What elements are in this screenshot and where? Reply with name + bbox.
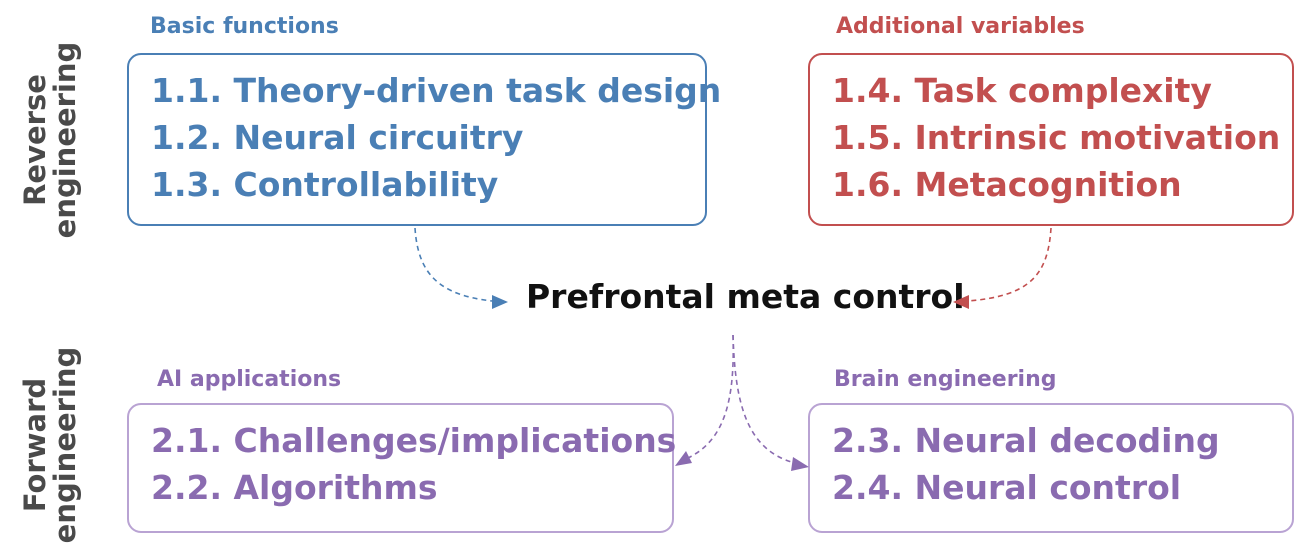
arrow-additional-to-center (967, 227, 1052, 302)
basic-functions-box: 1.1. Theory-driven task design 1.2. Neur… (127, 53, 722, 226)
basic-item-1: 1.1. Theory-driven task design (151, 71, 722, 110)
arrowhead-ai (675, 451, 692, 466)
basic-item-2: 1.2. Neural circuitry (151, 118, 524, 157)
basic-functions-title: Basic functions (150, 14, 339, 39)
arrow-center-to-ai (687, 334, 735, 459)
basic-item-3: 1.3. Controllability (151, 165, 499, 204)
brain-item-1: 2.3. Neural decoding (832, 421, 1220, 460)
additional-item-1: 1.4. Task complexity (832, 71, 1212, 110)
ai-applications-box: 2.1. Challenges/implications 2.2. Algori… (127, 403, 677, 533)
arrowhead-brain (791, 457, 809, 471)
arrow-basic-to-center (414, 227, 493, 302)
additional-item-3: 1.6. Metacognition (832, 165, 1182, 204)
additional-variables-title: Additional variables (836, 14, 1085, 39)
arrowhead-basic (492, 295, 508, 309)
prefrontal-meta-control: Prefrontal meta control (526, 277, 965, 316)
ai-applications-title: AI applications (157, 367, 342, 392)
brain-engineering-title: Brain engineering (834, 367, 1057, 392)
arrowhead-additional (953, 295, 969, 309)
additional-variables-box: 1.4. Task complexity 1.5. Intrinsic moti… (808, 53, 1294, 226)
ai-item-1: 2.1. Challenges/implications (151, 421, 677, 460)
ai-item-2: 2.2. Algorithms (151, 468, 438, 507)
additional-item-2: 1.5. Intrinsic motivation (832, 118, 1281, 157)
brain-engineering-box: 2.3. Neural decoding 2.4. Neural control (808, 403, 1294, 533)
arrow-center-to-brain (732, 334, 796, 464)
brain-item-2: 2.4. Neural control (832, 468, 1182, 507)
